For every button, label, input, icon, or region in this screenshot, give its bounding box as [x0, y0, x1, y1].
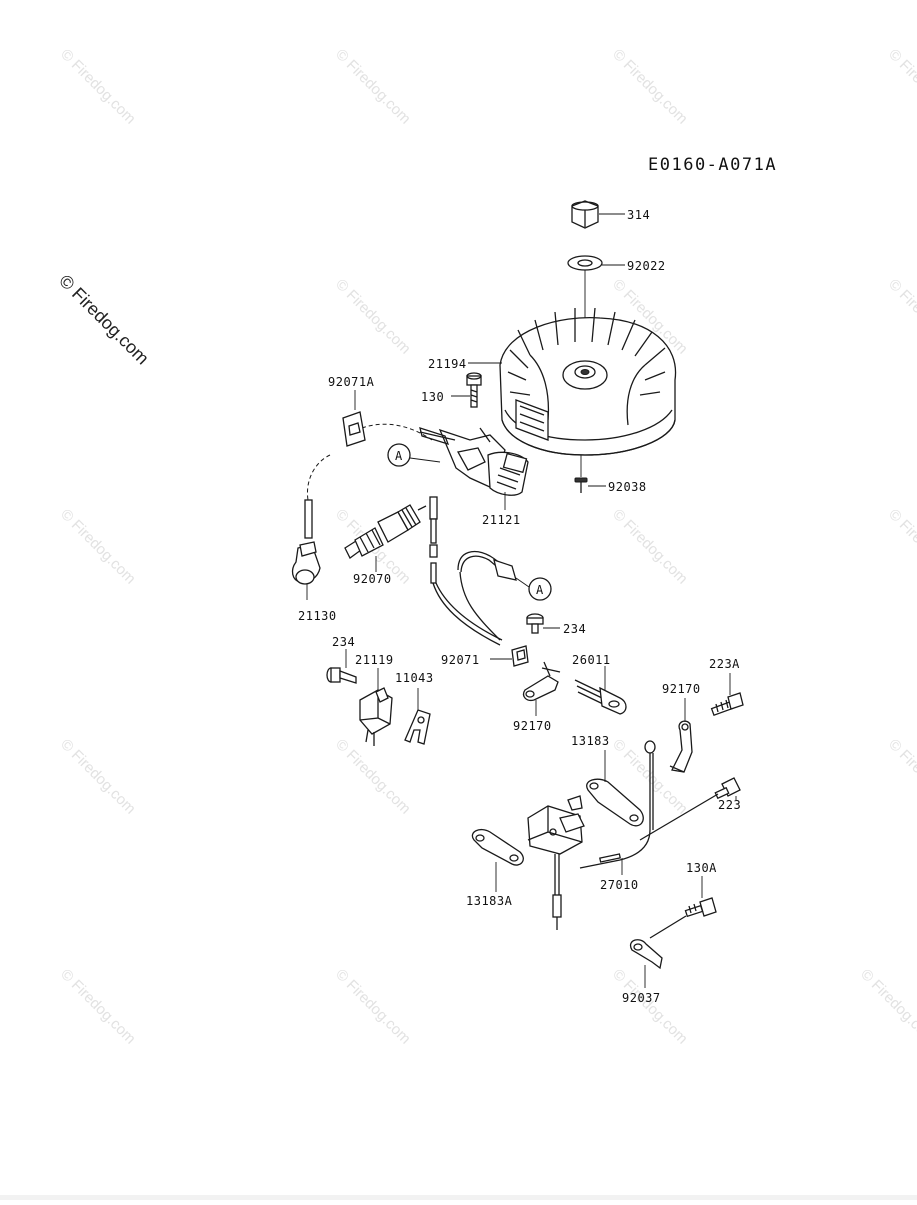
watermark: © Firedog.com	[885, 276, 917, 358]
switch-21119-drawing	[359, 687, 393, 746]
screw-234-right-drawing	[526, 613, 544, 634]
washer-92022-drawing	[567, 255, 603, 271]
diagram-code: E0160-A071A	[648, 155, 777, 175]
bracket-92170-center-drawing	[522, 661, 561, 702]
watermark: © Firedog.com	[332, 736, 414, 818]
part-label-21119: 21119	[355, 653, 394, 667]
part-label-130a: 130A	[686, 861, 717, 875]
part-label-21121: 21121	[482, 513, 521, 527]
watermark: © Firedog.com	[609, 506, 691, 588]
part-label-13183a: 13183A	[466, 894, 513, 908]
spark-plug-92070-drawing	[344, 504, 427, 559]
plate-92037-drawing	[629, 939, 663, 970]
cap-92071a-drawing	[342, 411, 366, 447]
plug-cap-21130-drawing	[291, 499, 321, 585]
part-label-314: 314	[627, 208, 650, 222]
watermark-prominent: © Firedog.com	[55, 271, 153, 369]
bolt-223a-drawing	[710, 692, 744, 717]
watermark: © Firedog.com	[57, 966, 139, 1048]
stop-switch-module-drawing	[527, 795, 585, 930]
reference-a-2: A	[528, 577, 552, 601]
reference-a-label: A	[395, 449, 403, 463]
part-label-26011: 26011	[572, 653, 611, 667]
bottom-edge	[0, 1195, 917, 1200]
part-label-92071: 92071	[441, 653, 480, 667]
screw-234-left-drawing	[326, 667, 357, 684]
watermark: © Firedog.com	[57, 506, 139, 588]
part-label-11043: 11043	[395, 671, 434, 685]
part-label-21130: 21130	[298, 609, 337, 623]
gasket-13183-drawing	[586, 778, 644, 827]
part-label-92071a: 92071A	[328, 375, 375, 389]
watermark: © Firedog.com	[332, 46, 414, 128]
part-label-92038: 92038	[608, 480, 647, 494]
bracket-92170-right-drawing	[669, 720, 693, 773]
watermark: © Firedog.com	[885, 736, 917, 818]
watermark: © Firedog.com	[885, 46, 917, 128]
flywheel-21194-drawing	[499, 307, 677, 456]
bracket-11043-drawing	[404, 709, 431, 745]
watermark: © Firedog.com	[885, 506, 917, 588]
part-label-223: 223	[718, 798, 741, 812]
watermark: © Firedog.com	[332, 966, 414, 1048]
part-label-92170-right: 92170	[662, 682, 701, 696]
part-label-234-right: 234	[563, 622, 586, 636]
part-label-21194: 21194	[428, 357, 467, 371]
ignition-coil-21121-drawing	[419, 427, 529, 496]
cap-92071-drawing	[511, 645, 529, 667]
part-label-92170-center: 92170	[513, 719, 552, 733]
lead-wire-drawing	[429, 496, 517, 646]
bolt-130a-drawing	[684, 897, 717, 918]
reference-a-label: A	[536, 583, 544, 597]
part-label-27010: 27010	[600, 878, 639, 892]
watermark: © Firedog.com	[857, 966, 917, 1048]
part-label-13183: 13183	[571, 734, 610, 748]
part-labels: 314 92022 21194 130 92071A 21121 92038 9…	[298, 208, 741, 1005]
gasket-13183a-drawing	[471, 828, 524, 866]
part-label-130: 130	[421, 390, 444, 404]
part-label-223a: 223A	[709, 657, 740, 671]
part-label-92037: 92037	[622, 991, 661, 1005]
part-label-234-left: 234	[332, 635, 355, 649]
watermark: © Firedog.com	[332, 276, 414, 358]
watermark: © Firedog.com	[57, 46, 139, 128]
wire-27010-drawing	[579, 740, 656, 869]
terminal-26011-drawing	[574, 679, 627, 715]
part-label-92022: 92022	[627, 259, 666, 273]
part-label-92070: 92070	[353, 572, 392, 586]
reference-a-1: A	[387, 443, 411, 467]
key-92038-drawing	[574, 477, 588, 493]
watermark: © Firedog.com	[609, 46, 691, 128]
watermark: © Firedog.com	[57, 736, 139, 818]
bolt-130-drawing	[466, 372, 482, 408]
watermark: © Firedog.com	[609, 966, 691, 1048]
bolt-223-drawing	[714, 777, 741, 800]
nut-314-drawing	[571, 200, 599, 229]
